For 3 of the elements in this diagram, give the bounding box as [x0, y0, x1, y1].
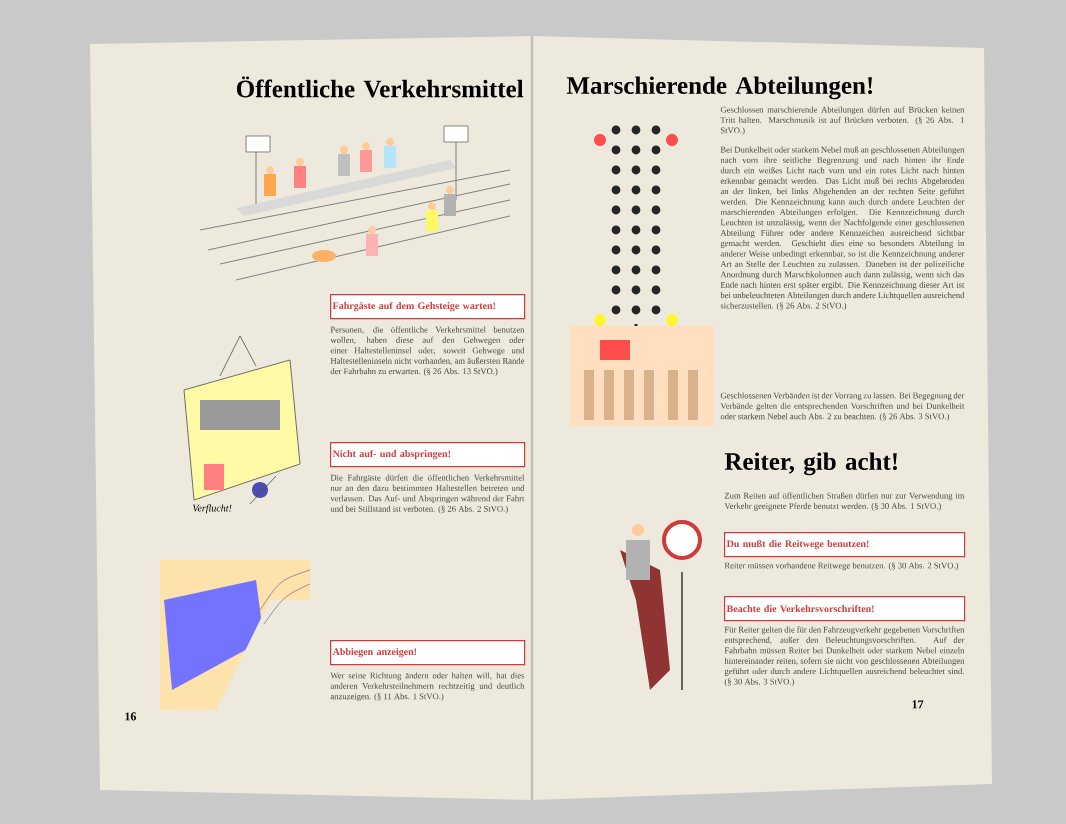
- page-heading: Marschierende Abteilungen!: [566, 76, 873, 100]
- page-heading: Öffentliche Verkehrsmittel: [236, 76, 524, 98]
- section-heading: Reiter, gib acht!: [724, 452, 897, 476]
